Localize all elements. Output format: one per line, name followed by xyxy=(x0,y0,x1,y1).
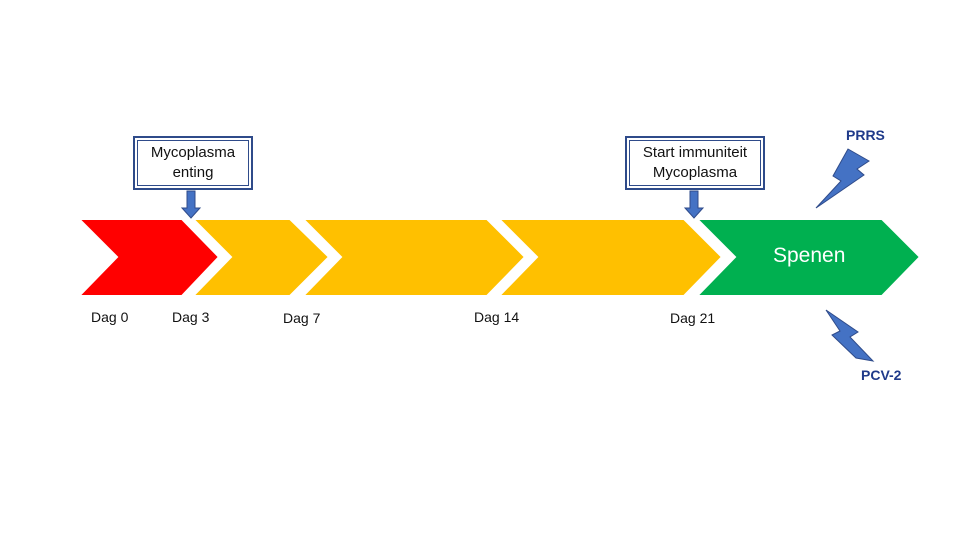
stage-label-spenen: Spenen xyxy=(773,244,846,267)
callout-line: Mycoplasma xyxy=(150,144,236,161)
pointer-arrow-day3 xyxy=(180,190,202,219)
day-label-0: Dag 0 xyxy=(91,309,129,325)
day-label-14: Dag 14 xyxy=(474,309,520,325)
lightning-bolt-pcv2-icon xyxy=(825,309,875,362)
day-label-21: Dag 21 xyxy=(670,310,716,326)
lightning-bolt-prrs-icon xyxy=(815,148,870,209)
stage-day3-yellow-chevron xyxy=(190,218,331,297)
callout-mycoplasma-enting: Mycoplasma enting xyxy=(133,136,253,190)
threat-label-prrs: PRRS xyxy=(846,127,885,143)
stage-day14-yellow-chevron xyxy=(496,218,724,297)
pointer-arrow-day21 xyxy=(683,190,705,219)
stage-day7-yellow-chevron xyxy=(300,218,527,297)
callout-start-immuniteit: Start immuniteit Mycoplasma xyxy=(625,136,765,190)
callout-line: enting xyxy=(172,164,214,181)
stage-day0-red-chevron xyxy=(76,218,221,297)
day-label-3: Dag 3 xyxy=(172,309,210,325)
callout-line: Start immuniteit xyxy=(642,144,748,161)
day-label-7: Dag 7 xyxy=(283,310,321,326)
threat-label-pcv2: PCV-2 xyxy=(861,367,902,383)
stage-spenen-green-chevron xyxy=(694,218,922,297)
callout-line: Mycoplasma xyxy=(652,164,738,181)
